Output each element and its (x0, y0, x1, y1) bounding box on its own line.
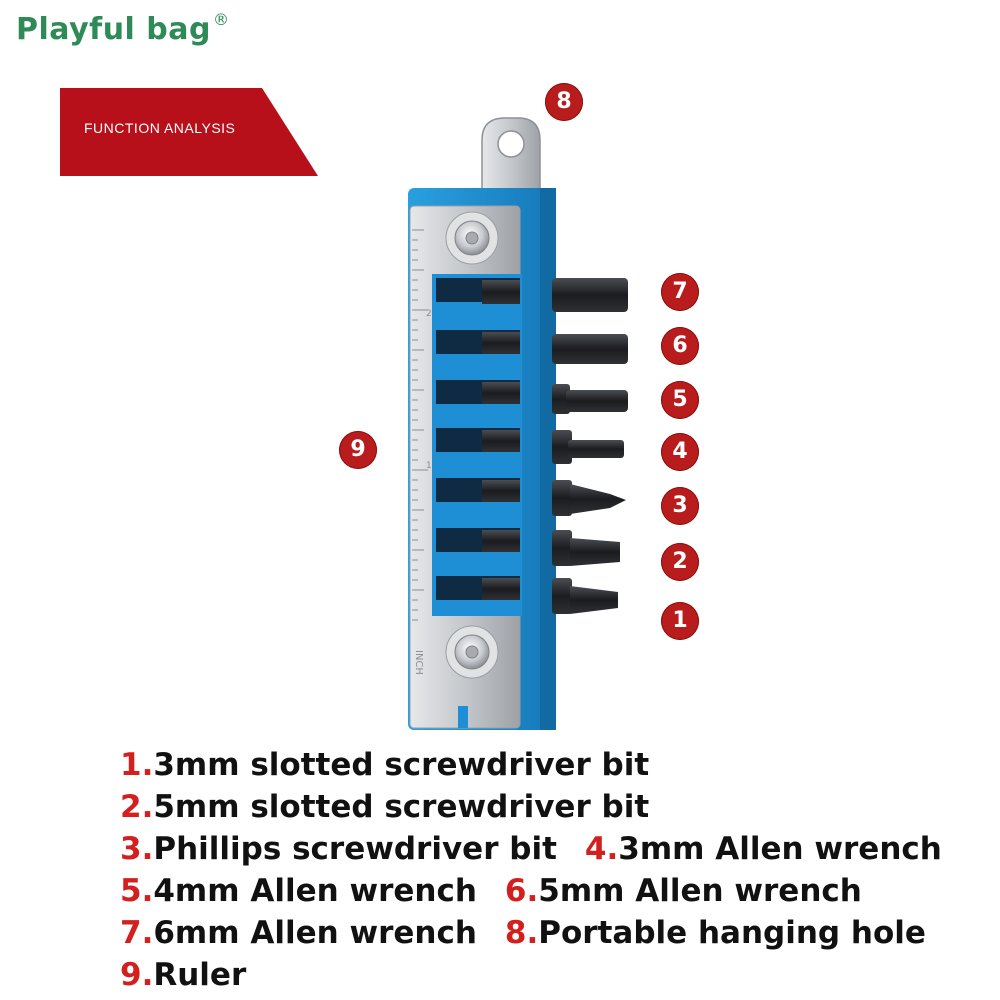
legend-text: 5mm Allen wrench (538, 873, 862, 909)
callout-7: 7 (661, 273, 699, 311)
legend: 1.3mm slotted screwdriver bit 2.5mm slot… (120, 744, 980, 996)
bit-2-slotted-5mm (482, 530, 620, 566)
bit-5-hex-4mm (482, 382, 628, 414)
legend-item-9: 9.Ruler (120, 954, 246, 996)
legend-item-7: 7.6mm Allen wrench (120, 912, 477, 954)
callout-8: 8 (545, 83, 583, 121)
callout-9: 9 (339, 431, 377, 469)
legend-number: 9. (120, 957, 154, 993)
bit-7-hex-6mm (482, 278, 628, 312)
brand-logo: Playful bag® (16, 10, 230, 47)
legend-item-4: 4.3mm Allen wrench (585, 828, 942, 870)
legend-text: 5mm slotted screwdriver bit (153, 789, 650, 825)
legend-item-2: 2.5mm slotted screwdriver bit (120, 786, 649, 828)
brand-name: Playful bag (16, 12, 211, 47)
ruler-tick-2: 2 (426, 309, 432, 319)
legend-line: 1.3mm slotted screwdriver bit (120, 744, 980, 786)
legend-text: Phillips screwdriver bit (153, 831, 557, 867)
legend-item-1: 1.3mm slotted screwdriver bit (120, 744, 649, 786)
banner-label: FUNCTION ANALYSIS (84, 120, 236, 136)
callout-3: 3 (661, 487, 699, 525)
legend-number: 7. (120, 915, 154, 951)
legend-text: Ruler (153, 957, 247, 993)
legend-number: 8. (504, 915, 539, 951)
callout-5: 5 (661, 381, 699, 419)
top-screw (445, 211, 499, 265)
callout-2: 2 (661, 543, 699, 581)
legend-number: 1. (120, 747, 154, 783)
legend-number: 5. (120, 873, 154, 909)
legend-line: 7.6mm Allen wrench 8.Portable hanging hol… (120, 912, 980, 954)
bit-3-phillips (482, 480, 626, 516)
legend-line: 2.5mm slotted screwdriver bit (120, 786, 980, 828)
legend-number: 6. (504, 873, 539, 909)
legend-line: 3.Phillips screwdriver bit 4.3mm Allen wr… (120, 828, 980, 870)
callout-4: 4 (661, 433, 699, 471)
legend-item-5: 5.4mm Allen wrench (120, 870, 477, 912)
legend-item-6: 6.5mm Allen wrench (505, 870, 862, 912)
legend-number: 4. (584, 831, 619, 867)
legend-number: 3. (120, 831, 154, 867)
bit-6-hex-5mm (482, 332, 628, 364)
ruler-unit-label: INCH (413, 650, 424, 675)
ruler-tick-1: 1 (426, 461, 432, 471)
callout-1: 1 (661, 602, 699, 640)
legend-line: 5.4mm Allen wrench 6.5mm Allen wrench (120, 870, 980, 912)
function-analysis-banner (60, 88, 318, 176)
legend-text: 3mm slotted screwdriver bit (153, 747, 650, 783)
registered-mark: ® (212, 10, 230, 29)
bit-1-slotted-3mm (482, 578, 618, 614)
legend-item-8: 8.Portable hanging hole (505, 912, 926, 954)
bit-4-hex-3mm (482, 430, 624, 464)
bottom-screw (445, 625, 499, 679)
legend-number: 2. (120, 789, 154, 825)
callout-6: 6 (661, 327, 699, 365)
legend-text: Portable hanging hole (538, 915, 926, 951)
legend-text: 6mm Allen wrench (153, 915, 477, 951)
hanging-hole-tab (481, 117, 541, 191)
legend-text: 4mm Allen wrench (153, 873, 477, 909)
legend-item-3: 3.Phillips screwdriver bit (120, 828, 557, 870)
legend-text: 3mm Allen wrench (618, 831, 942, 867)
legend-line: 9.Ruler (120, 954, 980, 996)
